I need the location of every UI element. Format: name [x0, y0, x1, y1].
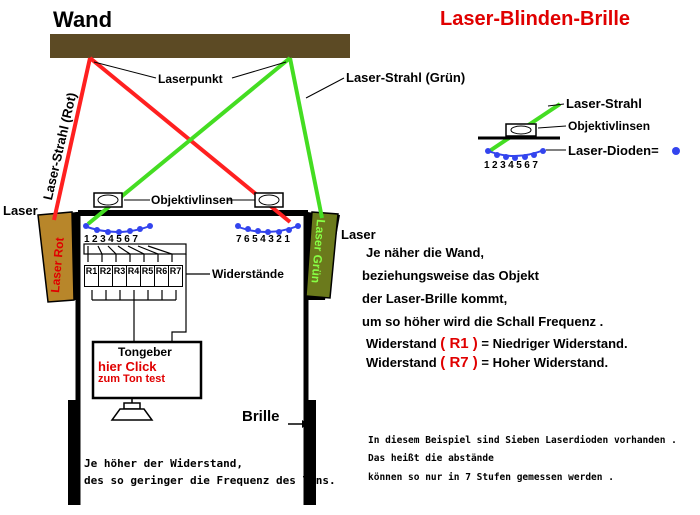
widerstand-r7-prefix: Widerstand — [366, 355, 437, 370]
page-title: Laser-Blinden-Brille — [440, 8, 631, 30]
inset-beam-label: Laser-Strahl — [566, 96, 642, 111]
resistor-r7-label: R7 — [169, 266, 182, 276]
brille-label: Brille — [242, 408, 280, 425]
tongeber-link[interactable]: hier Click zum Ton test — [98, 360, 165, 386]
bottom-left-line1: Je höher der Widerstand, — [84, 457, 243, 470]
diode-wiring — [83, 243, 187, 262]
tongeber-link-line1[interactable]: hier Click — [98, 359, 157, 374]
resistor-wiring — [91, 254, 210, 342]
resistor-r1-label: R1 — [85, 266, 98, 276]
diode-numbers-right: 7654321 — [236, 234, 293, 245]
inset-lens-leader — [537, 125, 567, 129]
resistor-r7: R7 — [168, 265, 183, 287]
tongeber-title: Tongeber — [118, 345, 172, 359]
resistor-r2-label: R2 — [99, 266, 112, 276]
resistor-r4-label: R4 — [127, 266, 140, 276]
widerstand-r7-code: ( R7 ) — [440, 354, 478, 371]
objektivlinsen-label: Objektivlinsen — [151, 193, 234, 207]
inset-diode-numbers: 1234567 — [484, 160, 541, 171]
lens-left-glass — [97, 194, 119, 206]
diode-dots-left — [83, 223, 153, 235]
widerstand-r7-text: = Hoher Widerstand. — [481, 355, 609, 370]
glasses-top-bar — [78, 210, 308, 216]
laser-label-right: Laser — [341, 227, 376, 242]
diode-dots-right — [235, 223, 301, 235]
beam-green-leader — [305, 77, 345, 99]
beam-green-label: Laser-Strahl (Grün) — [346, 70, 466, 85]
resistor-r2: R2 — [98, 265, 113, 287]
resistor-r6-label: R6 — [155, 266, 168, 276]
brille-arrow-head — [302, 420, 308, 428]
widerstand-r7-line: Widerstand ( R7 ) = Hoher Widerstand. — [366, 354, 608, 371]
inset-diode-dots — [485, 148, 546, 161]
description-line3: der Laser-Brille kommt, — [362, 291, 508, 306]
resistor-r1: R1 — [84, 265, 99, 287]
bottom-left-line2: des so geringer die Frequenz des Tons. — [84, 474, 336, 487]
widerstand-r1-code: ( R1 ) — [440, 335, 478, 352]
tongeber-link-line2[interactable]: zum Ton test — [98, 373, 166, 385]
widerstand-r1-prefix: Widerstand — [366, 336, 437, 351]
description-line2: beziehungsweise das Objekt — [362, 268, 539, 283]
wall-label: Wand — [53, 7, 113, 32]
resistor-r6: R6 — [154, 265, 169, 287]
resistor-r3: R3 — [112, 265, 127, 287]
description-line4: um so höher wird die Schall Frequenz . — [362, 314, 604, 329]
tongeber-box — [91, 340, 203, 400]
laser-label-left: Laser — [3, 203, 38, 218]
resistor-r4: R4 — [126, 265, 141, 287]
diode-numbers-left: 1234567 — [84, 234, 141, 245]
laserpunkt-leader-right — [231, 61, 287, 79]
lens-right-glass — [258, 194, 280, 206]
widerstaende-label: Widerstände — [212, 267, 284, 281]
laserpunkt-leader-left — [93, 61, 157, 79]
bottom-right-line2: Das heißt die abstände — [368, 453, 494, 464]
glasses-temple-left — [68, 400, 78, 505]
inset-dioden-legend-dot — [672, 147, 680, 155]
resistor-r5-label: R5 — [141, 266, 154, 276]
description-line1: Je näher die Wand, — [366, 245, 484, 260]
widerstand-r1-text: = Niedriger Widerstand. — [481, 336, 628, 351]
resistor-r3-label: R3 — [113, 266, 126, 276]
inset-dioden-label: Laser-Dioden= — [568, 143, 659, 158]
speaker-icon — [110, 398, 154, 421]
laser-body-left — [37, 211, 75, 303]
widerstand-r1-line: Widerstand ( R1 ) = Niedriger Widerstand… — [366, 335, 628, 352]
inset-beam-leader — [547, 103, 565, 107]
resistor-r5: R5 — [140, 265, 155, 287]
bottom-right-line3: können so nur in 7 Stufen gemessen werde… — [368, 472, 614, 483]
laserpunkt-label: Laserpunkt — [158, 72, 223, 86]
wall — [50, 34, 350, 58]
laser-body-right — [305, 211, 339, 299]
green-beam-right — [288, 57, 324, 219]
inset-lens-glass — [510, 125, 532, 135]
bottom-right-line1: In diesem Beispiel sind Sieben Laserdiod… — [368, 435, 677, 446]
red-beam-left — [52, 57, 92, 221]
glasses-temple-right — [306, 400, 316, 505]
inset-lens-label: Objektivlinsen — [568, 119, 651, 133]
